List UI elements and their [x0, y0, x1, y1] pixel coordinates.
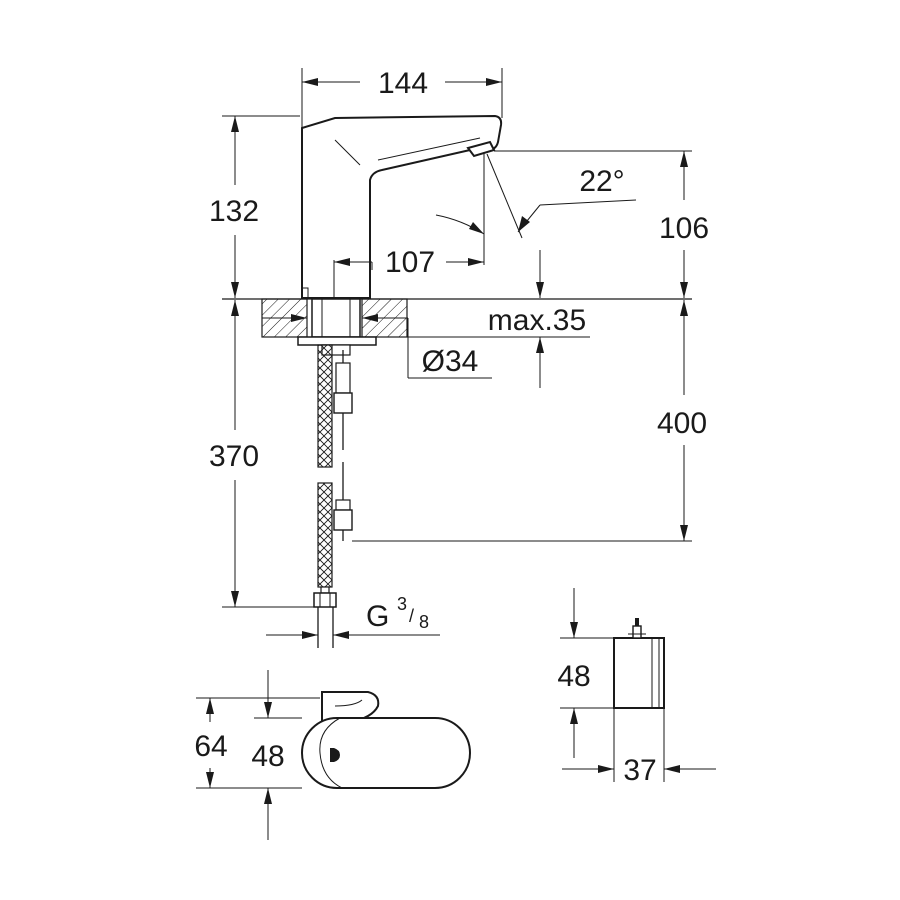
dim-base-depth: 48	[251, 670, 302, 840]
spray-angle-label: 22°	[579, 165, 624, 198]
hose-nut	[313, 592, 337, 608]
thread-slash: /	[409, 606, 414, 626]
faucet-side-view	[301, 114, 523, 299]
aerator-nozzle	[466, 140, 496, 158]
outlet-projection-label: 107	[385, 246, 435, 279]
dim-box-width: 37	[562, 708, 716, 787]
base-front-curve	[319, 717, 343, 789]
faucet-top-view	[301, 691, 471, 789]
control-box-connector	[632, 625, 642, 639]
thread-denominator-label: 8	[419, 612, 429, 632]
base-width-label: 64	[194, 730, 227, 763]
box-width-label: 37	[623, 754, 656, 787]
control-box	[613, 618, 665, 709]
dim-hole-diameter: Ø34	[262, 314, 492, 379]
spray-line	[486, 153, 523, 239]
deck-thickness-label: max.35	[488, 304, 586, 337]
dim-hose-length: 370	[209, 300, 314, 608]
hole-diameter-label: Ø34	[422, 345, 479, 378]
mounting-shank	[311, 298, 361, 338]
dim-connection-thread: G 3 / 8	[266, 594, 440, 639]
mounting-plate	[297, 336, 377, 346]
dim-height-above-deck: 132	[209, 115, 300, 298]
sensor-mark-icon	[330, 748, 340, 762]
dim-base-width: 64	[194, 697, 320, 789]
control-box-body	[613, 637, 665, 709]
box-height-label: 48	[557, 660, 590, 693]
dim-outlet-height: 106	[494, 150, 709, 298]
cable-connector-upper	[333, 392, 353, 414]
faucet-body	[301, 114, 503, 299]
outlet-height-label: 106	[659, 212, 709, 245]
spout-length-label: 144	[378, 67, 428, 100]
braided-hose-upper	[317, 344, 333, 468]
dim-spray-angle: 22°	[435, 165, 637, 235]
dim-below-deck: 400	[352, 300, 707, 542]
below-deck-label: 400	[657, 407, 707, 440]
braided-hose-lower	[317, 482, 333, 588]
thread-g-label: G	[366, 600, 389, 633]
base-depth-label: 48	[251, 740, 284, 773]
spout-highlight	[334, 137, 481, 166]
hose-length-label: 370	[209, 440, 259, 473]
cable-connector-lower	[335, 499, 351, 511]
supply-hose-assembly	[313, 344, 353, 648]
base-oval	[301, 717, 471, 789]
dim-box-height: 48	[557, 588, 614, 758]
dim-spout-length: 144	[301, 67, 503, 128]
dim-deck-thickness: max.35	[376, 250, 590, 388]
thread-numerator-label: 3	[397, 594, 407, 614]
sensor-window	[302, 287, 309, 298]
dim-outlet-projection: 107	[333, 246, 484, 298]
height-above-deck-label: 132	[209, 195, 259, 228]
